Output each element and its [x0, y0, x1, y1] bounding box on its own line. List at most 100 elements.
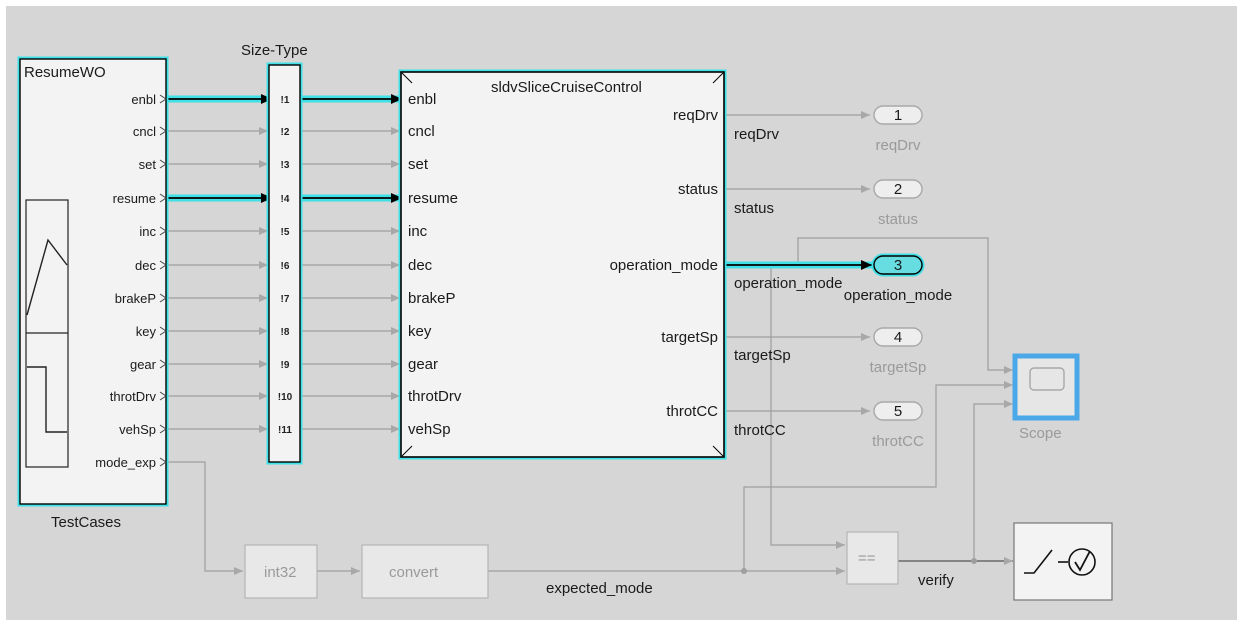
- sizetype-block[interactable]: !1 !2 !3 !4 !5 !6 !7 !8 !9 !10 !11: [266, 62, 303, 465]
- sizetype-port-4: !4: [281, 194, 290, 205]
- outport-number: 5: [894, 403, 902, 420]
- controller-input-enbl: enbl: [408, 91, 436, 108]
- testcases-port-enbl: enbl: [131, 92, 156, 107]
- signal-label-operation-mode: operation_mode: [734, 275, 842, 292]
- testcases-port-mode-exp: mode_exp: [95, 455, 156, 470]
- outport-chevron-icon: [159, 260, 167, 270]
- outport-number: 2: [894, 181, 902, 198]
- signal-label-throtcc: throtCC: [734, 422, 786, 439]
- outport-chevron-icon: [159, 391, 167, 401]
- sizetype-port-labels: !1 !2 !3 !4 !5 !6 !7 !8 !9 !10 !11: [278, 95, 293, 436]
- controller-block[interactable]: sldvSliceCruiseControl enbl cncl set resume…: [398, 69, 727, 460]
- verify-label: verify: [918, 572, 954, 589]
- outport-chevron-icon: [159, 359, 167, 369]
- testcases-port-inc: inc: [139, 224, 156, 239]
- int32-block[interactable]: int32: [244, 544, 318, 599]
- signal-label-status: status: [734, 200, 774, 217]
- wire-opmode-to-compare[interactable]: [770, 265, 845, 549]
- controller-input-dec: dec: [408, 257, 433, 274]
- sizetype-port-2: !2: [281, 127, 290, 138]
- controller-input-throtdrv: throtDrv: [408, 388, 462, 405]
- controller-output-status: status: [678, 181, 718, 198]
- outport-chevron-icon: [159, 424, 167, 434]
- expected-mode-label: expected_mode: [546, 580, 653, 597]
- sizetype-port-3: !3: [281, 160, 290, 171]
- scope-screen-icon: [1029, 367, 1065, 391]
- relational-operator-label: ==: [858, 550, 876, 567]
- outport-name: targetSp: [870, 359, 927, 376]
- sizetype-port-10: !10: [278, 392, 293, 403]
- wire-expected-to-scope[interactable]: [743, 381, 1013, 571]
- sizetype-port-11: !11: [278, 425, 292, 436]
- controller-input-brakep: brakeP: [408, 290, 456, 307]
- controller-input-set: set: [408, 156, 429, 173]
- outport-name: operation_mode: [844, 287, 952, 304]
- convert-block[interactable]: convert: [361, 544, 489, 599]
- outport-1[interactable]: 1 reqDrv: [873, 105, 923, 154]
- sizetype-to-controller-wires[interactable]: [300, 127, 400, 433]
- wire-modeexp-to-int32[interactable]: [166, 461, 243, 575]
- controller-output-reqdrv: reqDrv: [673, 107, 719, 124]
- scope-label: Scope: [1019, 425, 1062, 442]
- scope-block[interactable]: Scope: [1012, 353, 1080, 442]
- checkmark-circle-icon: [1058, 548, 1096, 576]
- testcases-port-resume: resume: [113, 191, 156, 206]
- outport-chevron-icon: [159, 159, 167, 169]
- controller-title: sldvSliceCruiseControl: [491, 79, 642, 96]
- wire-verify-to-scope[interactable]: [973, 400, 1013, 561]
- testcases-caption: TestCases: [51, 514, 121, 531]
- testcases-port-cncl: cncl: [133, 124, 156, 139]
- outport-chevron-icon: [159, 193, 167, 203]
- signal-label-targetsp: targetSp: [734, 347, 791, 364]
- controller-input-labels: enblcnclsetresumeincdecbrakePkeygearthro…: [408, 91, 462, 438]
- controller-input-vehsp: vehSp: [408, 421, 451, 438]
- outport-chevron-icon: [159, 326, 167, 336]
- sizetype-port-7: !7: [281, 294, 290, 305]
- controller-input-gear: gear: [408, 356, 438, 373]
- testcases-port-brakep: brakeP: [115, 291, 156, 306]
- testcases-to-sizetype-wires[interactable]: [166, 127, 268, 433]
- outports[interactable]: 1 reqDrv 2 status 3 operation_mode 4 targetSp 5 t…: [844, 105, 952, 450]
- relational-operator-block[interactable]: ==: [846, 531, 899, 585]
- junction-dot: [741, 568, 747, 574]
- testcases-title: ResumeWO: [24, 64, 106, 81]
- outport-number: 4: [894, 329, 902, 346]
- controller-output-throtcc: throtCC: [666, 403, 718, 420]
- outport-name: reqDrv: [875, 137, 921, 154]
- testcases-block[interactable]: ResumeWO enblcnclsetresumeincdecbrakePke…: [17, 56, 169, 507]
- outport-name: throtCC: [872, 433, 924, 450]
- outport-chevron-icon: [159, 293, 167, 303]
- testcases-port-dec: dec: [135, 258, 156, 273]
- sizetype-port-5: !5: [281, 227, 290, 238]
- sizetype-caption: Size-Type: [241, 42, 308, 59]
- testcases-port-vehsp: vehSp: [119, 422, 156, 437]
- outport-name: status: [878, 211, 918, 228]
- controller-output-labels: reqDrvstatusoperation_modetargetSpthrotC…: [610, 107, 719, 420]
- signal-labels: reqDrvstatusoperation_modetargetSpthrotC…: [734, 126, 842, 439]
- controller-input-inc: inc: [408, 223, 428, 240]
- outport-2[interactable]: 2 status: [873, 179, 923, 228]
- waveform-icon: [25, 199, 69, 468]
- sizetype-port-6: !6: [281, 261, 290, 272]
- controller-input-resume: resume: [408, 190, 458, 207]
- sizetype-port-8: !8: [281, 327, 290, 338]
- outport-5[interactable]: 5 throtCC: [872, 401, 924, 450]
- outport-number: 3: [894, 257, 902, 274]
- outport-chevron-icon: [159, 457, 167, 467]
- controller-input-cncl: cncl: [408, 123, 435, 140]
- convert-label: convert: [389, 564, 439, 581]
- int32-label: int32: [264, 564, 297, 581]
- outport-number: 1: [894, 107, 902, 124]
- outport-4[interactable]: 4 targetSp: [870, 327, 927, 376]
- outport-3[interactable]: 3 operation_mode: [844, 253, 952, 304]
- sizetype-port-9: !9: [281, 360, 290, 371]
- outport-chevron-icon: [159, 226, 167, 236]
- wire-opmode-to-scope[interactable]: [797, 237, 1013, 374]
- junction-dot: [971, 558, 977, 564]
- controller-output-operation-mode: operation_mode: [610, 257, 718, 274]
- assertion-block[interactable]: [1013, 522, 1113, 601]
- sizetype-port-1: !1: [281, 95, 290, 106]
- outport-chevron-icon: [159, 126, 167, 136]
